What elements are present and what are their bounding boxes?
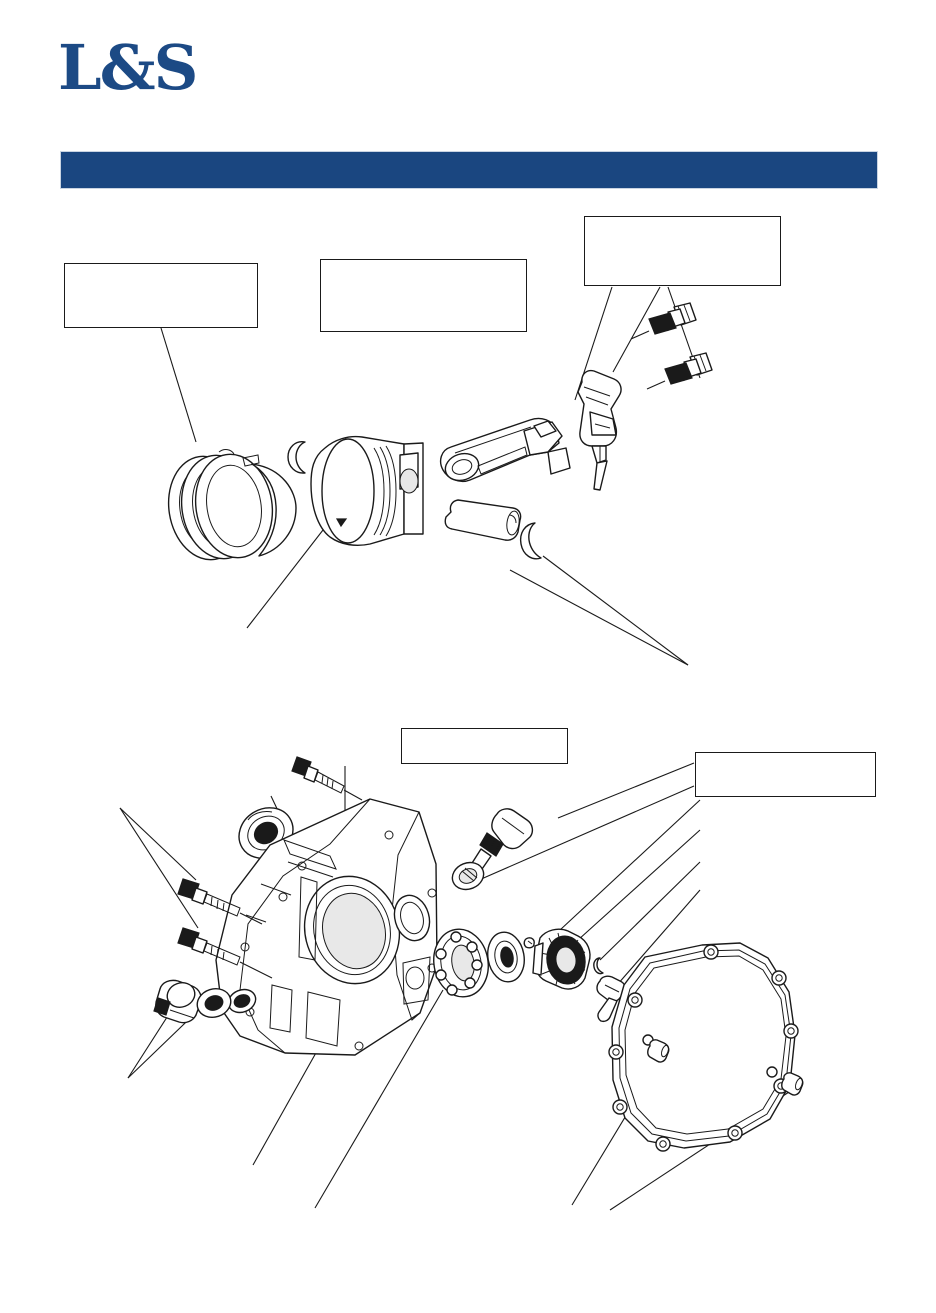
oil-seal-lower — [487, 931, 525, 983]
crankcase-bolt-b — [177, 927, 273, 979]
piston-pin — [444, 499, 522, 541]
level-switch-washer — [451, 861, 485, 891]
leader-lines-lower — [119, 762, 793, 1211]
drain-washer — [196, 987, 232, 1019]
rod-bolt-lower — [646, 352, 713, 390]
oil-drain-plug — [153, 979, 202, 1024]
callout-piston — [320, 259, 527, 332]
callout-crankcase — [401, 728, 568, 764]
piston — [310, 435, 424, 546]
leader-lines-upper — [160, 286, 701, 666]
governor-assembly — [523, 928, 591, 990]
circlip-left — [287, 441, 306, 474]
oil-level-switch — [459, 808, 534, 889]
company-logo: L&S — [58, 32, 238, 104]
ball-bearing — [433, 928, 489, 998]
rod-cap — [577, 369, 622, 491]
callout-piston-rings — [64, 263, 258, 328]
rod-bolt-upper — [630, 302, 697, 340]
crankcase — [215, 798, 438, 1056]
section-banner — [60, 151, 878, 189]
crankcase-bolt-top — [291, 756, 363, 801]
piston-ring-set — [167, 449, 297, 561]
dowel-pin-left — [647, 1039, 670, 1063]
cover-screw — [596, 975, 627, 1023]
cover-gasket — [608, 942, 799, 1152]
dowel-pin-right — [781, 1072, 804, 1096]
callout-connecting-rod — [584, 216, 781, 286]
crankcase-bolt-a — [177, 878, 263, 925]
logo-text: L&S — [58, 31, 198, 104]
oil-seal-upper — [238, 807, 294, 859]
governor-clip — [593, 957, 604, 975]
callout-crankcase-cover — [695, 752, 876, 797]
circlip-right — [519, 522, 542, 560]
connecting-rod — [439, 417, 571, 483]
